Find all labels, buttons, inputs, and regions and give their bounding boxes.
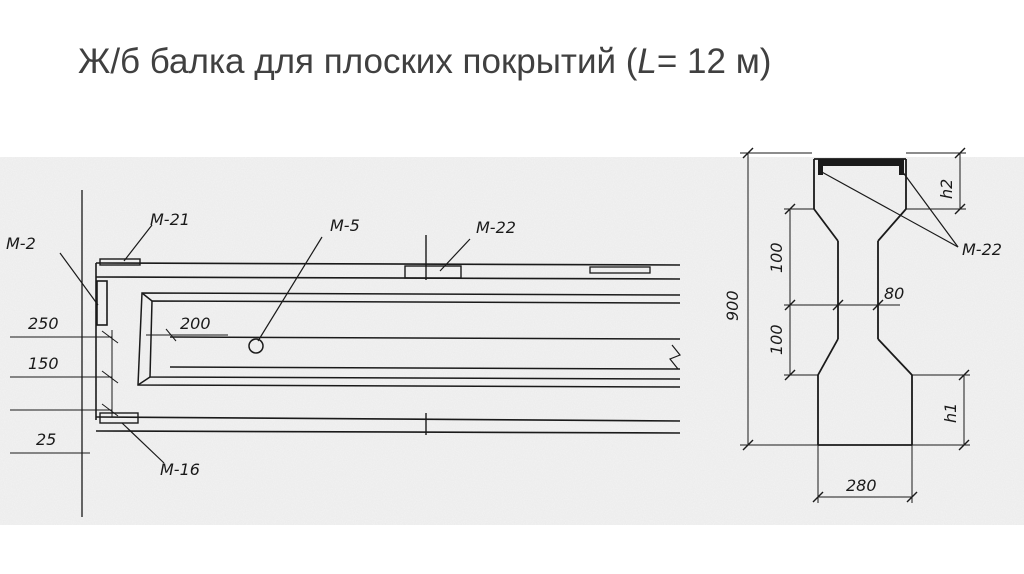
dim-width-280: 280: [846, 476, 877, 495]
break-mark: [669, 344, 681, 370]
plate-m22-side: [404, 265, 462, 279]
section-plate-top: [818, 159, 904, 166]
dim-200: 200: [180, 314, 211, 333]
label-m2: М-2: [6, 234, 36, 253]
scan-grain: [0, 157, 1024, 525]
beam-drawing: М-2 М-21 М-5 М-22 М-16 250 150 25 200: [0, 147, 1024, 525]
dim-100-top: 100: [767, 242, 786, 273]
dim-100-bottom: 100: [767, 324, 786, 355]
section-ticks: [742, 147, 970, 503]
title-part-1: Ж/б балка для плоских покрытий (: [78, 42, 638, 81]
section-label-h1: h1: [941, 403, 960, 423]
cross-section: М-22 h2 h1 900 100 100 80 280: [723, 147, 1002, 503]
side-view: М-2 М-21 М-5 М-22 М-16 250 150 25 200: [6, 190, 681, 517]
beam-outline: [95, 262, 681, 434]
plate-m16: [99, 412, 139, 424]
section-label-m22: М-22: [962, 240, 1002, 259]
hole-m5: [248, 338, 264, 354]
label-m22-side: М-22: [476, 218, 516, 237]
title-italic-l: L: [637, 42, 657, 81]
title-part-2: = 12 м): [656, 42, 772, 81]
plate-m21: [99, 258, 141, 266]
dim-900: 900: [723, 290, 742, 321]
dimension-lines: [10, 328, 228, 454]
label-m5: М-5: [330, 216, 360, 235]
slide-title: Ж/б балка для плоских покрытий (L= 12 м): [78, 38, 938, 86]
section-plate-left: [818, 159, 823, 175]
label-m16: М-16: [160, 460, 200, 479]
section-plate-right: [899, 159, 904, 175]
dim-250: 250: [28, 314, 59, 333]
section-dimension-lines: [740, 152, 970, 503]
dim-web-80: 80: [884, 284, 904, 303]
beam-web-recess: [137, 292, 681, 388]
dim-25: 25: [36, 430, 56, 449]
label-m21: М-21: [150, 210, 190, 229]
leader-lines: [59, 224, 471, 464]
section-label-h2: h2: [937, 179, 956, 199]
dim-150: 150: [28, 354, 59, 373]
plate-end: [589, 266, 651, 274]
